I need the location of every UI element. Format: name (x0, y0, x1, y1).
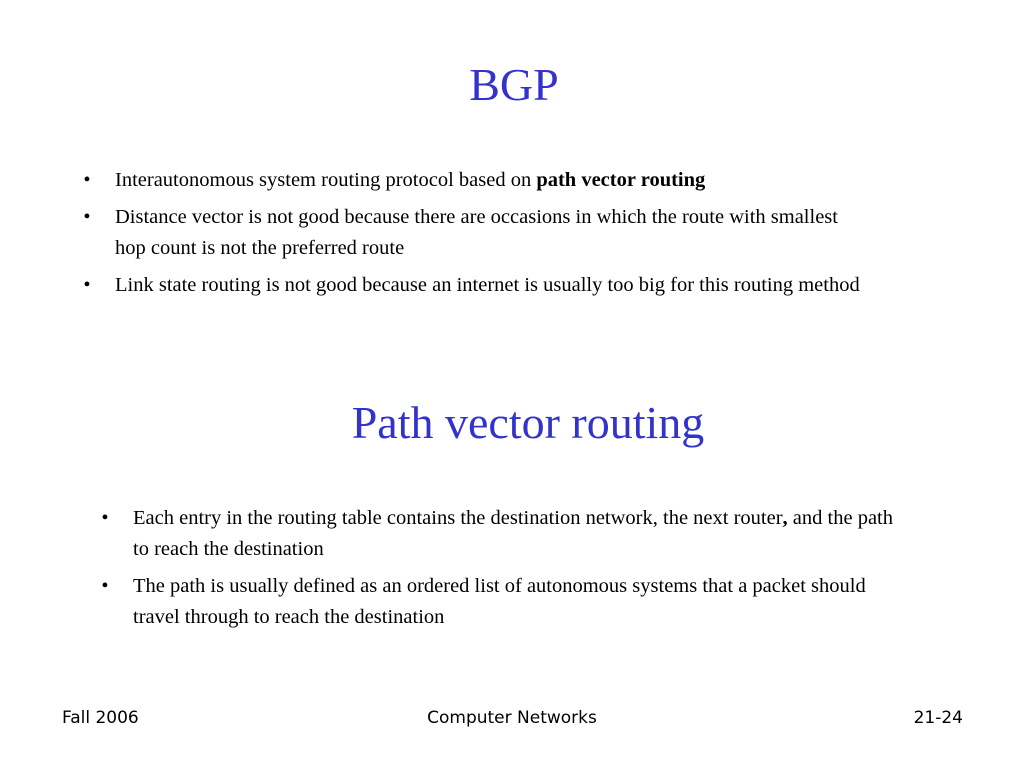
bullet-text: and the path to reach the destination (133, 507, 893, 560)
bullet-text: Distance vector is not good because ther… (115, 206, 838, 259)
bullet-icon: • (83, 206, 91, 228)
bullet-text: Link state routing is not good because a… (115, 274, 860, 296)
bgp-bullet-list: • Interautonomous system routing protoco… (77, 165, 867, 307)
list-item: • Each entry in the routing table contai… (95, 503, 895, 565)
list-item: • Distance vector is not good because th… (77, 202, 867, 264)
footer-course-title: Computer Networks (427, 708, 597, 728)
slide-title-path-vector-routing: Path vector routing (351, 397, 705, 448)
slide-title-bgp: BGP (469, 59, 559, 110)
bullet-text: Interautonomous system routing protocol … (115, 169, 537, 191)
bullet-icon: • (101, 575, 109, 597)
bullet-icon: • (101, 507, 109, 529)
bullet-text: The path is usually defined as an ordere… (133, 575, 866, 628)
footer-date: Fall 2006 (62, 708, 139, 728)
bullet-icon: • (83, 169, 91, 191)
list-item: • Link state routing is not good because… (77, 270, 867, 301)
bullet-text-bold: , (782, 507, 788, 529)
bullet-icon: • (83, 274, 91, 296)
footer-slide-number: 21-24 (913, 708, 963, 728)
list-item: • The path is usually defined as an orde… (95, 571, 895, 633)
bullet-text: Each entry in the routing table contains… (133, 507, 783, 529)
bullet-text-bold: path vector routing (536, 169, 706, 191)
path-vector-bullet-list: • Each entry in the routing table contai… (95, 503, 895, 639)
list-item: • Interautonomous system routing protoco… (77, 165, 867, 196)
